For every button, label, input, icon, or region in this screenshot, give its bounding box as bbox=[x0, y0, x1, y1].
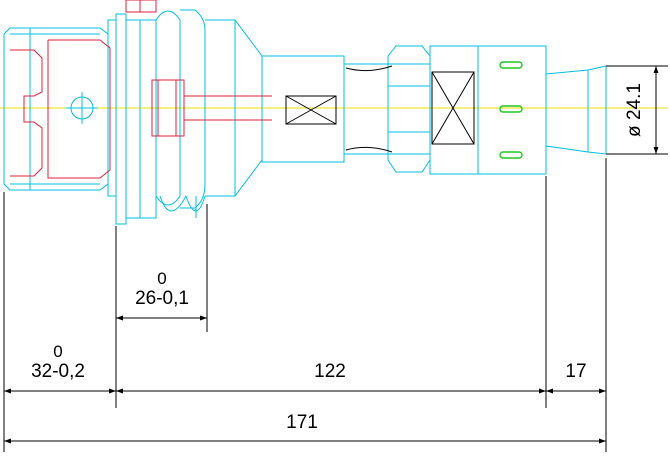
tool-holder-outline bbox=[3, 9, 607, 225]
total-length-value: 171 bbox=[286, 412, 318, 433]
left-length-tolerance: 0 bbox=[53, 342, 62, 361]
detail-lines bbox=[285, 65, 475, 153]
middle-length-value: 122 bbox=[314, 361, 346, 382]
diameter-value: ø 24.1 bbox=[624, 83, 645, 137]
dimension-lines bbox=[4, 66, 659, 444]
collet-slots bbox=[499, 61, 523, 159]
flange-length-value: 26-0,1 bbox=[135, 288, 189, 309]
left-length-value: 32-0,2 bbox=[31, 361, 85, 382]
section-lines bbox=[10, 0, 272, 179]
end-length-value: 17 bbox=[565, 361, 586, 382]
flange-length-tolerance: 0 bbox=[157, 269, 166, 288]
